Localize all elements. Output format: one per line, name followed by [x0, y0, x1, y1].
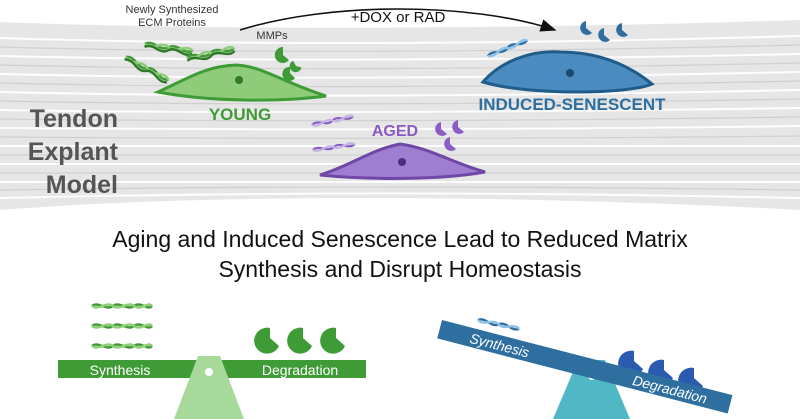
collagen-fiber-icon [91, 343, 153, 349]
young-mmps [274, 46, 302, 81]
collagen-fiber-icon [311, 114, 354, 127]
collagen-fiber-icon [312, 142, 356, 152]
mmp-icon [452, 120, 464, 134]
mmp-icon [274, 46, 289, 63]
young-ecm-fibers [124, 41, 236, 84]
mmp-icon [580, 21, 592, 35]
collagen-fiber-icon [91, 303, 153, 309]
young-degradation-label: Degradation [262, 362, 338, 378]
young-label: YOUNG [209, 105, 271, 124]
senescent-beam [437, 320, 733, 414]
fulcrum-icon [174, 356, 244, 419]
mmps-label: MMPs [256, 30, 288, 42]
mmp-icon [435, 122, 447, 136]
aged-ecm-fibers [311, 114, 356, 152]
young-ecm-stack [91, 303, 153, 349]
model-title-line3: Model [45, 171, 118, 199]
mmp-icon [289, 60, 302, 73]
senescent-synthesis-label: Synthesis [468, 330, 531, 361]
induced-senescent-label: INDUCED-SENESCENT [478, 95, 666, 114]
aged-label: AGED [372, 123, 418, 140]
treatment-arrow-icon [239, 8, 557, 32]
senescent-mmps [580, 21, 628, 42]
aged-mmps [435, 120, 464, 151]
senescent-cell-icon [480, 50, 655, 94]
treatment-label: +DOX or RAD [351, 9, 446, 26]
tendon-background [0, 20, 800, 210]
aged-cell-icon [319, 142, 486, 180]
model-title-line2: Explant [27, 138, 118, 166]
young-cell-icon [153, 63, 327, 102]
collagen-fiber-icon [186, 45, 236, 62]
mmp-icon [598, 28, 610, 42]
collagen-fiber-icon [124, 55, 170, 84]
young-synthesis-label: Synthesis [90, 362, 151, 378]
ecm-proteins-label-line1: Newly Synthesized [126, 4, 219, 16]
mmp-icon [320, 327, 345, 354]
model-title: Tendon Explant Model [0, 103, 118, 202]
senescent-balance: Synthesis Degradation [437, 318, 733, 419]
mmp-icon [287, 327, 312, 354]
mmp-icon [254, 327, 279, 354]
mmp-icon [444, 137, 456, 151]
mmp-icon [282, 66, 295, 81]
mmp-icon [616, 23, 628, 37]
senescent-ecm-fiber-balance [477, 318, 520, 331]
headline-line1: Aging and Induced Senescence Lead to Red… [112, 226, 688, 252]
senescent-ecm-fiber [486, 38, 528, 58]
collagen-fiber-icon [477, 318, 520, 331]
headline-line2: Synthesis and Disrupt Homeostasis [218, 256, 582, 282]
collagen-fiber-icon [143, 41, 194, 56]
collagen-fiber-icon [486, 38, 528, 58]
collagen-fiber-icon [91, 323, 153, 329]
ecm-proteins-label-line2: ECM Proteins [138, 17, 206, 29]
young-balance: Synthesis Degradation [58, 303, 366, 419]
model-title-line1: Tendon [29, 105, 118, 133]
young-degradation-mmps [254, 327, 345, 354]
